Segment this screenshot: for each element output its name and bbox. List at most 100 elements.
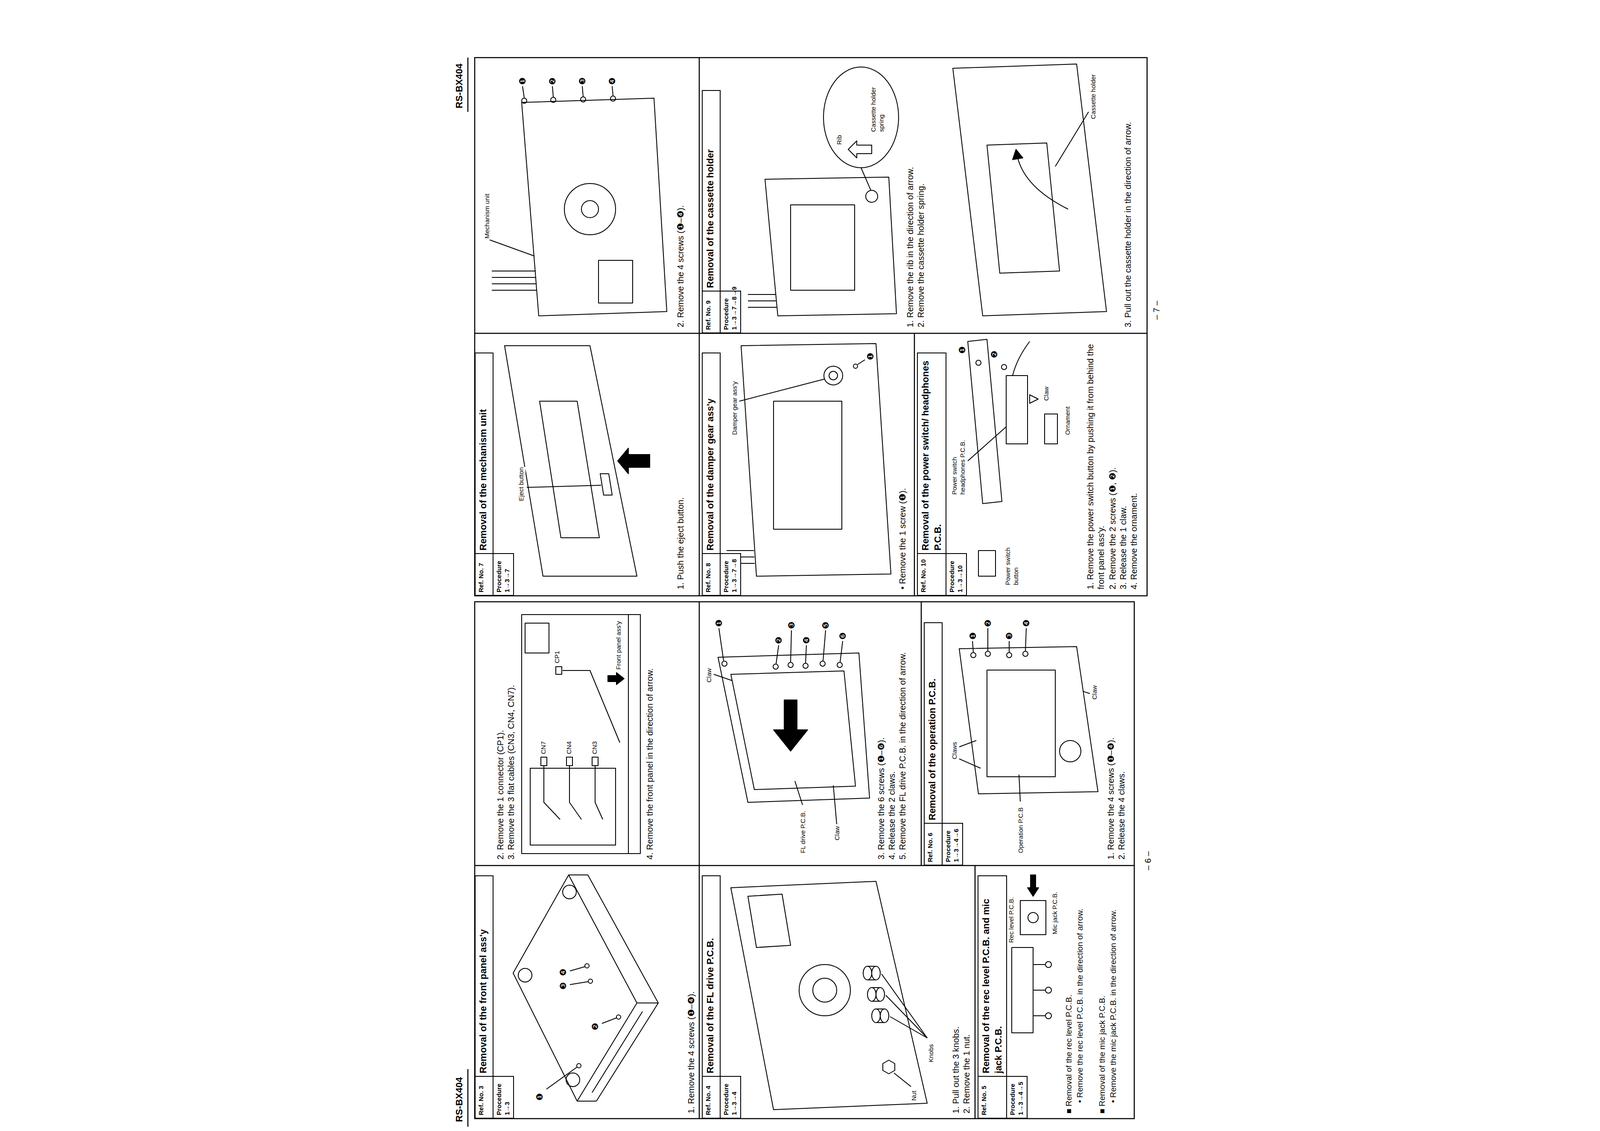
note-text: ■ Removal of the rec level P.C.B. bbox=[1063, 870, 1075, 1115]
callout-number: ❶ bbox=[967, 631, 979, 641]
rec-level-drawing-part bbox=[1033, 1015, 1046, 1017]
step-text: 2. Remove the cassette holder spring. bbox=[915, 70, 927, 328]
knob-drawing-part bbox=[880, 1009, 889, 1023]
connector-drawing-part bbox=[607, 672, 625, 685]
ref-number-cell: Ref. No. 5 bbox=[977, 1076, 1008, 1119]
cassette-spring-drawing-part bbox=[861, 167, 871, 191]
fl-drive-drawing-part bbox=[823, 630, 826, 661]
step-text: 3. Remove the 3 flat cables (CN3, CN4, C… bbox=[505, 607, 517, 861]
note-text: • Remove the mic jack P.C.B. in the dire… bbox=[1108, 870, 1119, 1104]
part-label: Power switch headphones P.C.B. bbox=[950, 426, 967, 496]
rec-level-drawing-part bbox=[1033, 964, 1046, 966]
mechanism-drawing-part bbox=[552, 86, 554, 97]
title-cell-text: Removal of the rec level P.C.B. and mic … bbox=[980, 878, 1005, 1074]
part-label: Claw bbox=[705, 668, 714, 684]
ref-number-cell-text: Ref. No. 6 bbox=[926, 826, 935, 863]
cassette-spring-drawing-part bbox=[823, 67, 899, 168]
mechanism-drawing-part bbox=[580, 96, 586, 103]
fl-drive-drawing-part bbox=[820, 661, 826, 667]
part-label: Rib bbox=[835, 134, 844, 146]
knob-drawing-part bbox=[730, 881, 928, 1110]
callout-number: ❸ bbox=[557, 981, 569, 991]
step-text: 2. Remove the 1 connector (CP1). bbox=[495, 607, 506, 861]
title-cell-text: Removal of the cassette holder bbox=[704, 93, 717, 289]
part-label: Damper gear ass'y bbox=[730, 381, 739, 436]
knob-drawing-part bbox=[882, 1060, 895, 1075]
operation-drawing-part bbox=[972, 641, 974, 653]
callout-number: ❶ bbox=[713, 618, 725, 628]
connector-drawing-part bbox=[569, 765, 582, 820]
front-panel-drawing-part bbox=[601, 1018, 617, 1024]
operation-drawing-part bbox=[1018, 774, 1021, 802]
callout-number: ❹ bbox=[557, 968, 569, 977]
knob-drawing-part bbox=[871, 987, 881, 989]
fl-drive-drawing-part bbox=[713, 674, 733, 681]
cassette-spring-drawing-part bbox=[848, 140, 872, 158]
operation-drawing-part bbox=[1083, 691, 1090, 694]
operation-drawing-part bbox=[970, 652, 976, 658]
fl-drive-drawing-part bbox=[721, 661, 728, 667]
ref-number-cell: Ref. No. 3 bbox=[474, 1076, 494, 1119]
damper-drawing-part bbox=[853, 364, 858, 369]
page-number: – 6 – bbox=[1142, 851, 1154, 871]
page-number: – 7 – bbox=[1151, 300, 1163, 321]
mechanism-drawing-part bbox=[550, 97, 556, 103]
operation-drawing-part bbox=[1006, 652, 1012, 658]
fl-drive-drawing-part bbox=[794, 781, 803, 806]
rec-level-drawing-part bbox=[1033, 989, 1046, 991]
connector-drawing-part bbox=[628, 614, 641, 854]
front-panel-drawing-part bbox=[546, 1067, 578, 1090]
connector-drawing-part bbox=[521, 614, 641, 854]
callout-number: ❶ bbox=[957, 345, 968, 355]
procedure-cell-text: Procedure 1→3→4→5 bbox=[1008, 1079, 1025, 1116]
page-frame-part bbox=[913, 333, 916, 596]
knob-drawing-part bbox=[863, 966, 872, 981]
mechanism-drawing-part bbox=[491, 283, 537, 285]
step-text: 2. Remove the 2 screws (❶, ❷). bbox=[1107, 337, 1119, 590]
page-frame-part bbox=[698, 57, 701, 596]
title-cell: Removal of the mechanism unit bbox=[474, 352, 494, 555]
rec-level-drawing-part bbox=[1045, 1013, 1052, 1019]
damper-drawing-part bbox=[726, 550, 754, 552]
operation-drawing-part bbox=[985, 651, 991, 657]
eject-drawing-part bbox=[526, 485, 602, 488]
callout-number: ❷ bbox=[773, 636, 785, 645]
callout-number: ❷ bbox=[547, 76, 558, 86]
eject-drawing bbox=[504, 345, 650, 577]
cassette-spring-drawing-part bbox=[747, 306, 777, 308]
eject-drawing-part bbox=[504, 345, 637, 577]
procedure-cell: Procedure 1→3→4→6 bbox=[941, 823, 964, 866]
page-header: RS-BX404 bbox=[453, 1077, 466, 1123]
title-cell-text: Removal of the damper gear ass'y bbox=[704, 356, 717, 551]
part-label: FL drive P.C.B. bbox=[799, 810, 808, 854]
part-label: Claws bbox=[950, 741, 959, 760]
step-text: 3. Release the 1 claw. bbox=[1118, 337, 1129, 590]
procedure-cell-text: Procedure 1→3→7 bbox=[495, 556, 512, 593]
callout-number: ❶ bbox=[517, 76, 529, 86]
title-cell-text: Removal of the power switch/ headphones … bbox=[919, 356, 944, 551]
fl-drive-drawing-part bbox=[840, 641, 843, 663]
power-switch-drawing-part bbox=[1012, 341, 1030, 376]
ref-number-cell: Ref. No. 6 bbox=[923, 823, 943, 866]
front-panel-drawing-part bbox=[518, 968, 532, 983]
operation-drawing-part bbox=[959, 740, 977, 748]
procedure-cell-text: Procedure 1→3→7→8→9 bbox=[722, 294, 739, 330]
part-label: Rec level P.C.B. bbox=[1007, 896, 1016, 944]
part-label: CN4 bbox=[565, 741, 574, 755]
power-switch-drawing-part bbox=[1001, 364, 1007, 370]
knob-drawing-part bbox=[881, 974, 928, 1039]
knob-drawing-part bbox=[799, 964, 851, 1017]
title-cell-text: Removal of the operation P.C.B. bbox=[926, 625, 939, 821]
manual-illustrations bbox=[449, 55, 1169, 1128]
step-text: 1. Remove the 4 screws (❶–❹). bbox=[686, 867, 697, 1115]
page-frame-part bbox=[467, 1069, 469, 1128]
procedure-cell-text: Procedure 1→3→7→8 bbox=[722, 556, 739, 593]
front-panel-drawing-part bbox=[513, 875, 637, 1102]
knob-drawing-part bbox=[893, 1073, 911, 1087]
damper-drawing-part bbox=[829, 371, 838, 380]
power-switch-drawing-part bbox=[967, 426, 1007, 462]
front-panel-drawing-part bbox=[568, 875, 659, 1102]
page-frame-part bbox=[474, 865, 1135, 867]
cassette-holder-drawing-part bbox=[1012, 149, 1023, 160]
connector-drawing-part bbox=[540, 757, 547, 766]
